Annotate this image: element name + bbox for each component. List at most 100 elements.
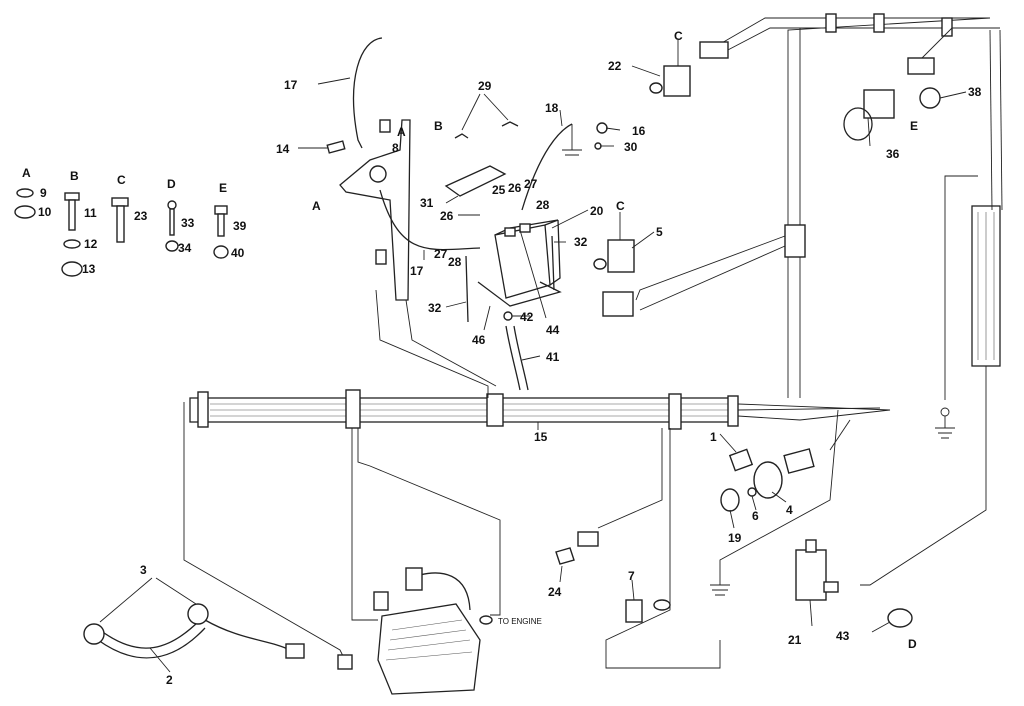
bolt-shank-11-icon [68,199,76,231]
wire-to-5 [635,235,786,301]
legend-letter-a: A [22,166,31,180]
wing-nut-icon [454,133,469,139]
legend-letter-c: C [117,173,126,187]
headlight-harness-2 [99,619,201,649]
solenoid-8-icon [369,165,387,183]
washer-6-icon [747,487,757,497]
hold-down-rod-32 [551,235,555,291]
harness-clamp-icon [668,393,682,430]
legend-item-12: 12 [84,237,98,251]
engine-harness [419,572,471,611]
letter-a-arrow: A [312,199,321,213]
wire-to-ground [719,409,839,570]
headlight-lead [204,619,291,651]
right-harness [989,29,993,211]
bolt-head-39-icon [214,205,228,215]
bolt-head-23-icon [111,197,129,207]
relay-22-icon [663,65,691,97]
legend-item-40: 40 [231,246,245,260]
nut-19-icon [720,488,740,512]
wire-column [799,27,1000,398]
battery-20-icon [494,224,551,299]
plug-connector-icon [699,41,729,59]
legend-letter-b: B [70,169,79,183]
callout-16: 16 [632,124,646,138]
battery-terminal-icon [504,227,516,237]
harness-clamp-icon [345,389,361,429]
terminal-16-icon [596,122,608,134]
callout-20: 20 [590,204,604,218]
callout-18: 18 [545,101,559,115]
engine-icon [377,603,481,695]
wing-nut-icon [501,121,519,127]
callout-31: 31 [420,196,434,210]
switch-43-icon [887,608,913,628]
letter-b-arrow: B [434,119,443,133]
callout-5: 5 [656,225,663,239]
callout-41: 41 [546,350,560,364]
callout-30: 30 [624,140,638,154]
callout-28b: 28 [448,255,462,269]
legend-letter-d: D [167,177,176,191]
vent-tube-41 [505,325,521,391]
to-engine-note: TO ENGINE [498,617,542,626]
plug-connector-icon [373,591,389,611]
mounting-bracket [339,119,411,301]
callout-19: 19 [728,531,742,545]
harness-junction-icon [784,224,806,258]
plug-connector-icon [285,643,305,659]
letter-a-bracket: A [397,125,406,139]
switch-38-icon [919,87,941,109]
callout-25: 25 [492,183,506,197]
ignition-switch-4-icon [753,461,783,499]
callout-1: 1 [710,430,717,444]
legend-item-34: 34 [178,241,192,255]
letter-c-5: C [616,199,625,213]
part-7-icon [625,599,643,623]
harness-clamp-icon [197,391,209,428]
wire-branch [919,27,953,61]
legend-item-11: 11 [84,206,97,220]
washer-9-icon [16,188,34,198]
right-harness-lower [860,366,987,586]
legend-item-9: 9 [40,186,47,200]
callout-43: 43 [836,629,850,643]
wire-drop-24 [597,428,663,529]
battery-cable-17 [352,37,383,149]
callout-4: 4 [786,503,793,517]
callout-8: 8 [392,141,399,155]
plug-connector-icon [602,291,634,317]
legend-letter-e: E [219,181,227,195]
callout-27: 27 [524,177,538,191]
main-harness [189,389,891,430]
part-24-icon [555,547,575,565]
callout-labels: 17 14 8 29 18 16 30 22 31 26 25 26 27 28… [140,29,982,687]
screw-shank-33-icon [169,208,175,236]
bolt-shank-39-icon [217,213,225,237]
hold-down-rod-32 [465,255,469,323]
clamp-42-icon [503,311,513,321]
battery-cable-17-lower [379,189,481,251]
callout-38: 38 [968,85,982,99]
harness-junction-icon [486,393,504,427]
legend-item-10: 10 [38,205,52,219]
wire-column [787,17,991,398]
wire-to-5 [639,245,786,311]
callout-leaders [99,65,967,673]
battery-terminal-icon [519,223,531,233]
callout-29: 29 [478,79,492,93]
top-harness [723,27,985,53]
key-1-icon [728,448,754,472]
callout-44: 44 [546,323,560,337]
terminal-icon [375,249,387,265]
terminal-icon [379,119,391,133]
callout-7: 7 [628,569,635,583]
plug-connector-icon [405,567,423,591]
callout-17: 17 [284,78,298,92]
letter-d-43: D [908,637,917,651]
wire-to-engine [357,428,501,616]
switch-21-icon [795,549,827,601]
wire-drop-7 [605,428,721,669]
wire-up [375,289,489,398]
